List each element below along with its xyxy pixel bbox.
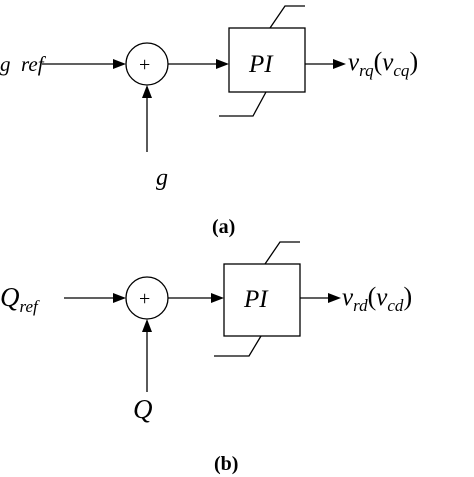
diagram-b-input-label: Qref xyxy=(0,282,40,316)
diagram-b-input-arrowhead xyxy=(113,293,126,303)
diagram-a-output-label: vrq(vcq) xyxy=(348,47,418,80)
diagram-a-pi-block xyxy=(228,27,306,93)
diagram-a-output-sub-alt: cq xyxy=(393,61,410,80)
diagram-a-input-arrowhead xyxy=(113,59,126,69)
diagram-a-upper-limit-mark xyxy=(269,5,305,29)
diagram-b-input-sub: ref xyxy=(20,297,41,316)
diagram-b-pi-arrowhead xyxy=(211,293,224,303)
diagram-a-feedback-arrowhead xyxy=(142,85,152,98)
diagram-b-sum-sign: + xyxy=(139,288,150,310)
diagram-b: + PI Qref Q vrd(vcd) (b) xyxy=(0,241,412,475)
diagram-a-output-main: v xyxy=(348,49,360,76)
diagram-a-sum-sign: + xyxy=(139,54,150,76)
diagram-b-output-arrowhead xyxy=(328,293,341,303)
diagram-b-feedback-arrowhead xyxy=(142,319,152,332)
diagram-a-output-paren-open: ( xyxy=(374,47,383,76)
diagram-a-output-arrowhead xyxy=(333,59,346,69)
diagram-a-output-sub-main: rq xyxy=(359,61,374,80)
diagram-b-input-main: Q xyxy=(0,282,20,312)
diagram-b-feedback-label: Q xyxy=(133,394,153,424)
diagram-b-output-sub-main: rd xyxy=(353,296,368,315)
diagram-b-output-paren-open: ( xyxy=(368,282,377,311)
diagram-a-output-alt: v xyxy=(382,49,394,76)
diagram-a-output-paren-close: ) xyxy=(409,47,418,76)
diagram-b-output-main: v xyxy=(342,284,354,311)
diagram-a-caption: (a) xyxy=(212,216,235,238)
diagram-a-pi-label: PI xyxy=(248,51,274,78)
diagram-b-upper-limit-mark xyxy=(264,241,300,265)
diagram-b-pi-label: PI xyxy=(243,286,269,313)
diagram-a-lower-limit-mark xyxy=(219,91,267,117)
diagram-b-lower-limit-mark xyxy=(214,335,262,357)
diagram-b-output-paren-close: ) xyxy=(403,282,412,311)
diagram-a-pi-arrowhead xyxy=(216,59,229,69)
diagram-b-pi-block xyxy=(223,263,301,337)
diagram-b-output-label: vrd(vcd) xyxy=(342,282,412,315)
diagram-b-caption: (b) xyxy=(214,453,238,475)
diagram-a: + PI g ref g vrq(vcq) (a) xyxy=(0,5,418,238)
diagram-a-input-label: g ref xyxy=(0,52,47,76)
diagram-b-output-alt: v xyxy=(376,284,388,311)
diagram-a-feedback-label: g xyxy=(156,165,168,191)
diagram-b-output-sub-alt: cd xyxy=(387,296,404,315)
